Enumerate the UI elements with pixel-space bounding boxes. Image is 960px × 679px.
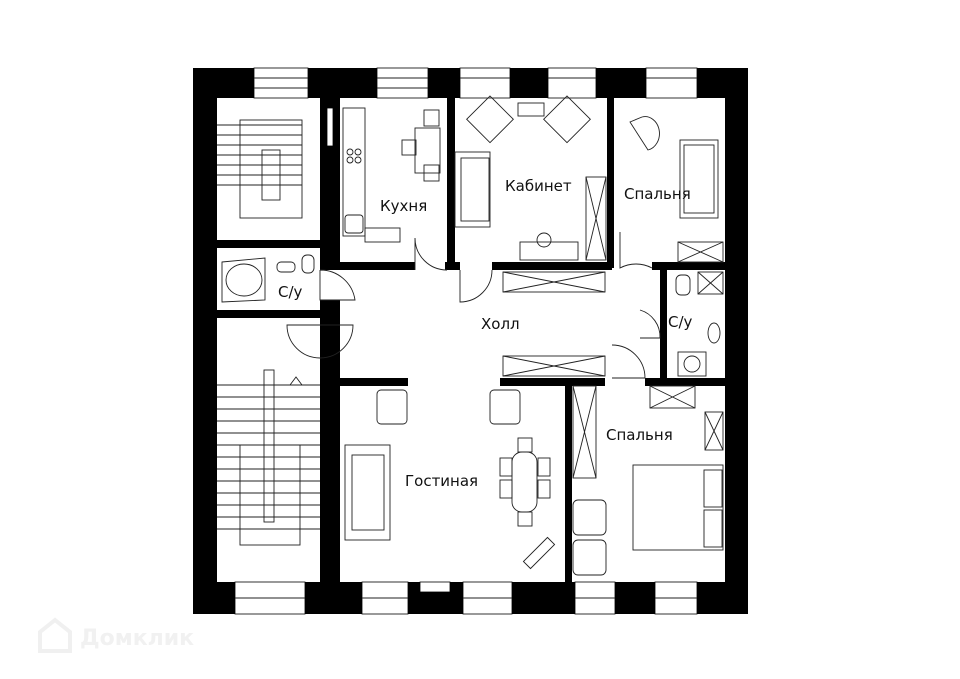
- doors: [286, 232, 661, 379]
- windows: [234, 67, 698, 615]
- kitchen-counter: [342, 107, 401, 243]
- bathroom-right-fixtures: [675, 271, 724, 377]
- watermark: Домклик: [38, 617, 194, 653]
- interior-walls: [217, 98, 725, 593]
- study-furniture: [454, 95, 607, 261]
- living-furniture: [344, 389, 556, 570]
- bedroom-top-furniture: [629, 116, 724, 263]
- room-label-study: Кабинет: [505, 177, 572, 195]
- furniture: [217, 95, 724, 576]
- room-label-living-room: Гостиная: [405, 472, 478, 490]
- room-label-kitchen: Кухня: [380, 197, 427, 215]
- hall-wardrobes: [502, 271, 606, 377]
- room-label-bedroom-top: Спальня: [624, 185, 691, 203]
- kitchen-table: [401, 109, 441, 182]
- room-label-hall: Холл: [481, 315, 520, 333]
- room-labels: Кухня Кабинет Спальня С/у Холл С/у Гости…: [278, 177, 693, 490]
- bedroom-bottom-furniture: [572, 385, 724, 576]
- staircase-top: [217, 119, 303, 219]
- room-label-bedroom-bottom: Спальня: [606, 426, 673, 444]
- watermark-text: Домклик: [80, 626, 194, 651]
- room-label-bathroom-left: С/у: [278, 283, 303, 301]
- staircase-bottom: [217, 369, 320, 546]
- room-label-bathroom-right: С/у: [668, 313, 693, 331]
- bathtub: [221, 257, 266, 303]
- house-logo-icon: [38, 617, 72, 653]
